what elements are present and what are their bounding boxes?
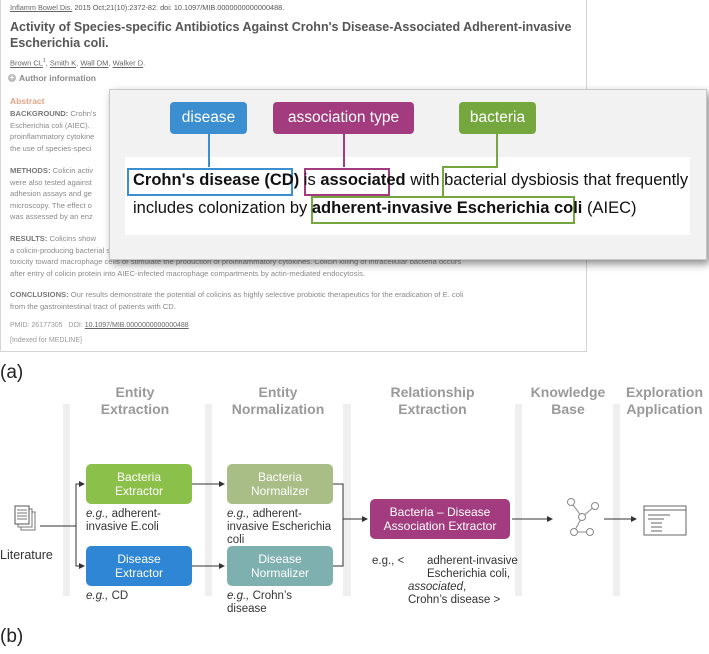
- disease-entity-box: [127, 168, 293, 196]
- author-link[interactable]: Smith K: [49, 58, 77, 68]
- disease-entity: Crohn's disease (CD): [133, 171, 300, 189]
- association-connector: [343, 134, 345, 167]
- bacteria-connector-down: [442, 166, 444, 196]
- methods-section: METHODS: Colicin activ were also tested …: [10, 166, 94, 222]
- bacteria-connector-horizontal: [442, 166, 498, 168]
- column-divider: [205, 404, 212, 596]
- conclusions-section: CONCLUSIONS: Our results demonstrate the…: [10, 290, 464, 311]
- column-divider: [613, 404, 620, 596]
- pmid: PMID: 26177305: [10, 322, 63, 329]
- author-link[interactable]: Brown CL: [10, 58, 43, 68]
- citation-details: 2015 Oct;21(10):2372-82. doi: 10.1097/MI…: [72, 3, 285, 12]
- zoom-sentence-line-2: includes colonization by adherent-invasi…: [133, 199, 637, 217]
- disease-connector: [208, 134, 210, 167]
- bacteria-normalizer-example: e.g., adherent- invasive Escherichia col…: [227, 508, 332, 546]
- expand-plus-icon: +: [8, 73, 16, 82]
- literature-label: Literature: [0, 548, 53, 562]
- abstract-heading: Abstract: [10, 96, 45, 106]
- author-info-toggle[interactable]: + Author information: [8, 73, 96, 83]
- panel-a-label: (a): [0, 362, 24, 383]
- disease-tag: disease: [170, 102, 247, 134]
- association-type-tag: association type: [273, 102, 414, 134]
- literature-document-icon: [14, 505, 36, 531]
- author-link[interactable]: Wall DM: [80, 58, 109, 68]
- citation-line: Inflamm Bowel Dis. 2015 Oct;21(10):2372-…: [10, 3, 284, 13]
- bacteria-connector-top: [496, 134, 498, 167]
- bacteria-entity: adherent-invasive Escherichia coli: [311, 199, 583, 217]
- bacteria-extractor-example: e.g., adherent- invasive E.coli: [86, 508, 161, 533]
- bacteria-entity-box: [311, 196, 575, 224]
- doi-link[interactable]: 10.1097/MIB.0000000000000488: [84, 322, 189, 329]
- knowledge-graph-icon: [567, 498, 599, 536]
- author-info-label: Author information: [19, 73, 96, 83]
- author-link[interactable]: Walker D: [112, 58, 144, 68]
- disease-normalizer-example: e.g., Crohn’s disease: [227, 590, 293, 615]
- author-list: Brown CL1, Smith K, Wall DM, Walker D.: [10, 58, 146, 68]
- zoom-sentence-line-1: Crohn's disease (CD) is associated with …: [133, 171, 689, 189]
- disease-extractor-example: e.g., CD: [86, 590, 129, 602]
- bacteria-tag: bacteria: [459, 102, 536, 134]
- column-divider: [63, 404, 70, 596]
- relation-example: adherent-invasive Escherichia coli, asso…: [408, 555, 518, 606]
- column-divider: [515, 404, 522, 596]
- relation-example-prefix: e.g., <: [372, 555, 405, 567]
- article-title: Activity of Species-specific Antibiotics…: [10, 20, 572, 50]
- pmid-doi-line: PMID: 26177305 DOI: 10.1097/MIB.00000000…: [10, 322, 189, 329]
- column-divider: [343, 404, 351, 596]
- panel-b-label: (b): [0, 626, 24, 647]
- association-entity: associated: [320, 171, 406, 189]
- association-entity-box: [304, 168, 390, 196]
- background-section: BACKGROUND: Crohn's Escherichia coli (AI…: [10, 109, 97, 153]
- journal-link[interactable]: Inflamm Bowel Dis.: [10, 3, 73, 12]
- indexed-note: [Indexed for MEDLINE]: [10, 337, 82, 344]
- application-window-icon: [643, 505, 687, 536]
